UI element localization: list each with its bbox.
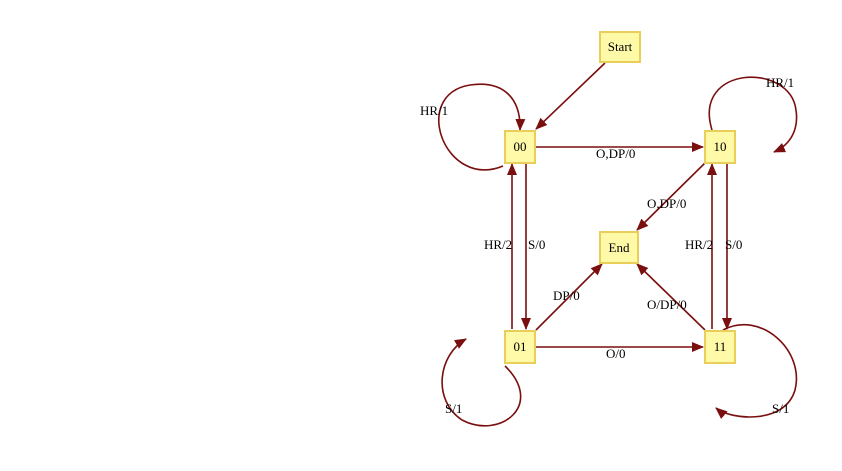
node-01-label: 01: [514, 339, 527, 354]
label-10-to-end: O,DP/0: [647, 196, 686, 211]
node-start-label: Start: [608, 39, 633, 54]
label-loop-00: HR/1: [420, 103, 448, 118]
edge-11-to-end: [636, 263, 706, 331]
label-11-to-10: HR/2: [685, 237, 713, 252]
node-11-label: 11: [714, 339, 727, 354]
edge-labels: HR/1 HR/1 S/1 S/1 O,DP/0 O,DP/0 HR/2 S/0…: [420, 75, 794, 416]
node-start: Start: [599, 31, 641, 63]
node-01: 01: [504, 330, 536, 364]
loop-00: [438, 83, 526, 171]
label-00-to-01: S/0: [528, 237, 545, 252]
loop-01: [441, 338, 522, 427]
label-01-to-11: O/0: [606, 346, 626, 361]
edge-10-to-end: [636, 161, 707, 231]
node-end: End: [599, 231, 639, 264]
label-01-to-00: HR/2: [484, 237, 512, 252]
label-00-to-10: O,DP/0: [596, 146, 635, 161]
label-11-to-end: O/DP/0: [647, 297, 687, 312]
label-loop-01: S/1: [445, 401, 462, 416]
node-00-label: 00: [514, 139, 527, 154]
label-10-to-11: S/0: [725, 237, 742, 252]
label-loop-10: HR/1: [766, 75, 794, 90]
edge-01-to-end: [535, 263, 603, 331]
loop-10: [708, 76, 798, 153]
node-00: 00: [504, 130, 536, 164]
edges: [438, 62, 798, 427]
node-10-label: 10: [714, 139, 727, 154]
node-end-label: End: [609, 240, 630, 255]
node-10: 10: [704, 130, 736, 164]
loop-11: [715, 323, 798, 419]
node-11: 11: [704, 330, 736, 364]
label-loop-11: S/1: [772, 401, 789, 416]
label-01-to-end: DP/0: [553, 288, 580, 303]
edge-start-to-00: [535, 62, 606, 130]
